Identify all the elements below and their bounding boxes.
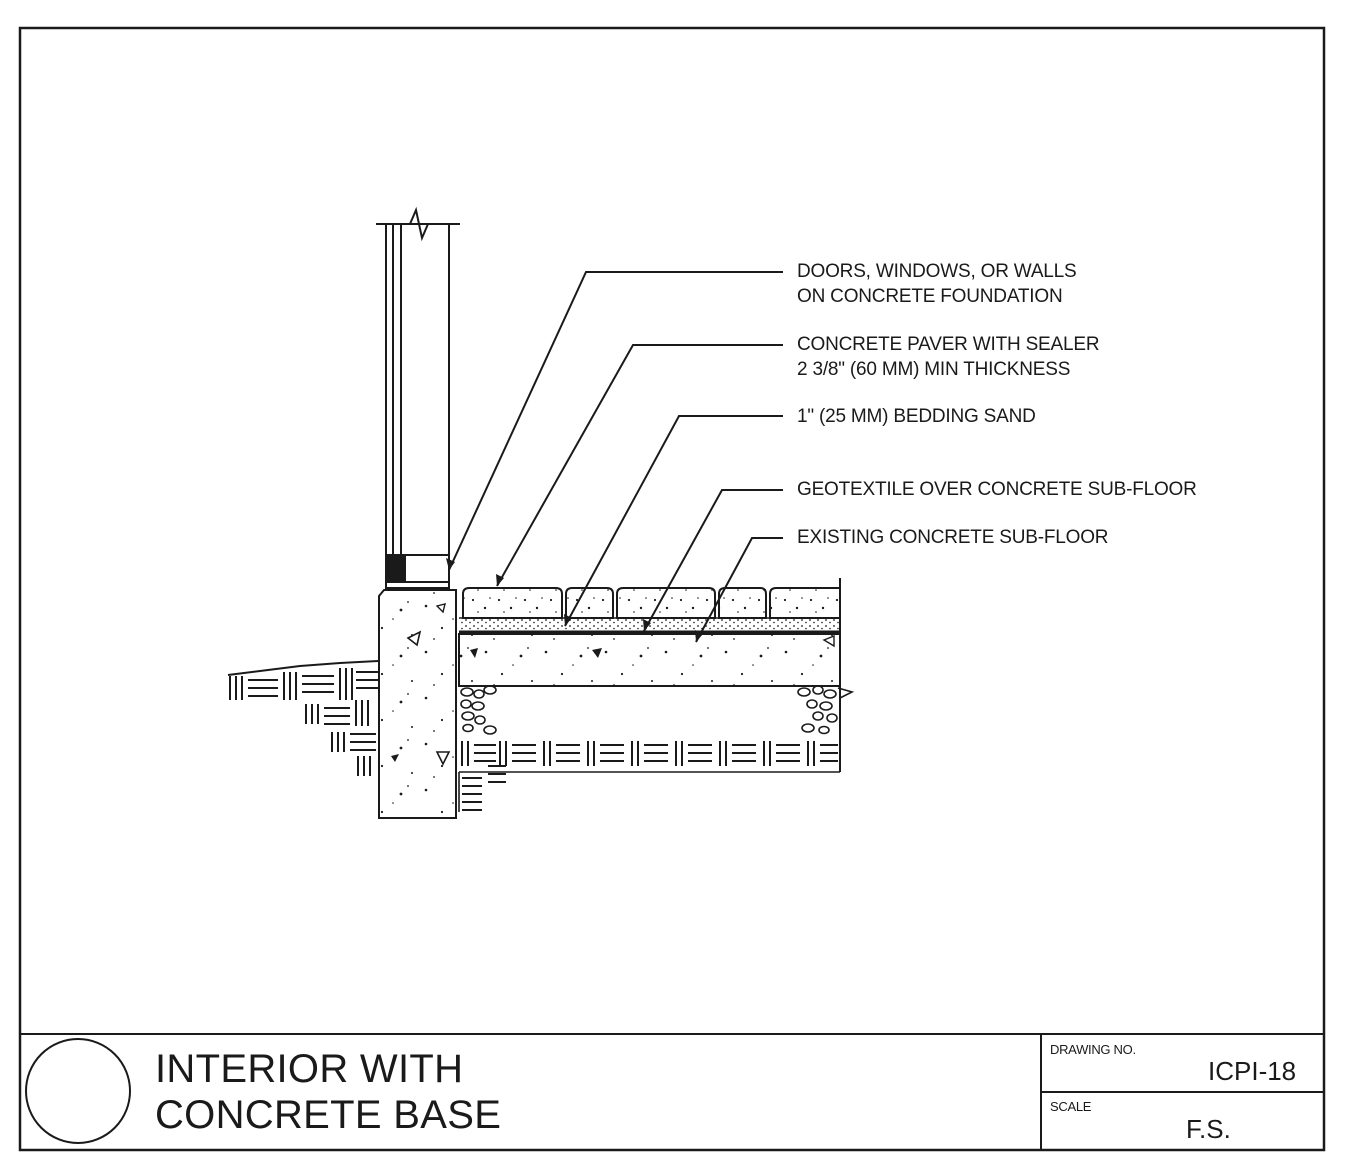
drawing-no-label: DRAWING NO. xyxy=(1050,1042,1136,1057)
concrete-pavers xyxy=(462,587,841,619)
callout-subfloor-line1: EXISTING CONCRETE SUB-FLOOR xyxy=(797,527,1109,548)
leader-arrowheads xyxy=(446,558,703,642)
drawing-title-line2: CONCRETE BASE xyxy=(155,1093,502,1137)
gravel-base xyxy=(460,685,855,735)
callout-wall-line1: DOORS, WINDOWS, OR WALLS xyxy=(797,261,1077,282)
wall-frame xyxy=(376,206,460,589)
scale-label: SCALE xyxy=(1050,1099,1092,1114)
callout-paver: CONCRETE PAVER WITH SEALER 2 3/8" (60 MM… xyxy=(797,332,1100,382)
callout-geotextile-line1: GEOTEXTILE OVER CONCRETE SUB-FLOOR xyxy=(797,479,1197,500)
callout-sand: 1" (25 MM) BEDDING SAND xyxy=(797,404,1036,429)
leader-lines xyxy=(448,271,783,643)
drawing-title-line1: INTERIOR WITH xyxy=(155,1047,464,1091)
leader-geotextile xyxy=(643,489,783,632)
drawing-no-value: ICPI-18 xyxy=(1208,1056,1297,1086)
leader-paver xyxy=(496,344,783,587)
callout-sand-line1: 1" (25 MM) BEDDING SAND xyxy=(797,406,1036,427)
exterior-soil xyxy=(227,660,379,776)
compacted-subgrade xyxy=(458,741,840,812)
callout-geotextile: GEOTEXTILE OVER CONCRETE SUB-FLOOR xyxy=(797,477,1197,502)
bedding-sand xyxy=(459,617,840,634)
callout-wall: DOORS, WINDOWS, OR WALLS ON CONCRETE FOU… xyxy=(797,259,1077,309)
scale-value: F.S. xyxy=(1186,1114,1231,1144)
callout-paver-line2: 2 3/8" (60 MM) MIN THICKNESS xyxy=(797,359,1071,380)
concrete-subfloor xyxy=(458,578,841,772)
callout-subfloor: EXISTING CONCRETE SUB-FLOOR xyxy=(797,525,1109,550)
detail-number-circle xyxy=(25,1038,131,1144)
leader-subfloor xyxy=(695,537,783,643)
callout-wall-line2: ON CONCRETE FOUNDATION xyxy=(797,286,1063,307)
leader-wall xyxy=(448,271,783,571)
concrete-foundation xyxy=(378,589,457,819)
leader-sand xyxy=(564,415,783,627)
callout-paver-line1: CONCRETE PAVER WITH SEALER xyxy=(797,334,1100,355)
